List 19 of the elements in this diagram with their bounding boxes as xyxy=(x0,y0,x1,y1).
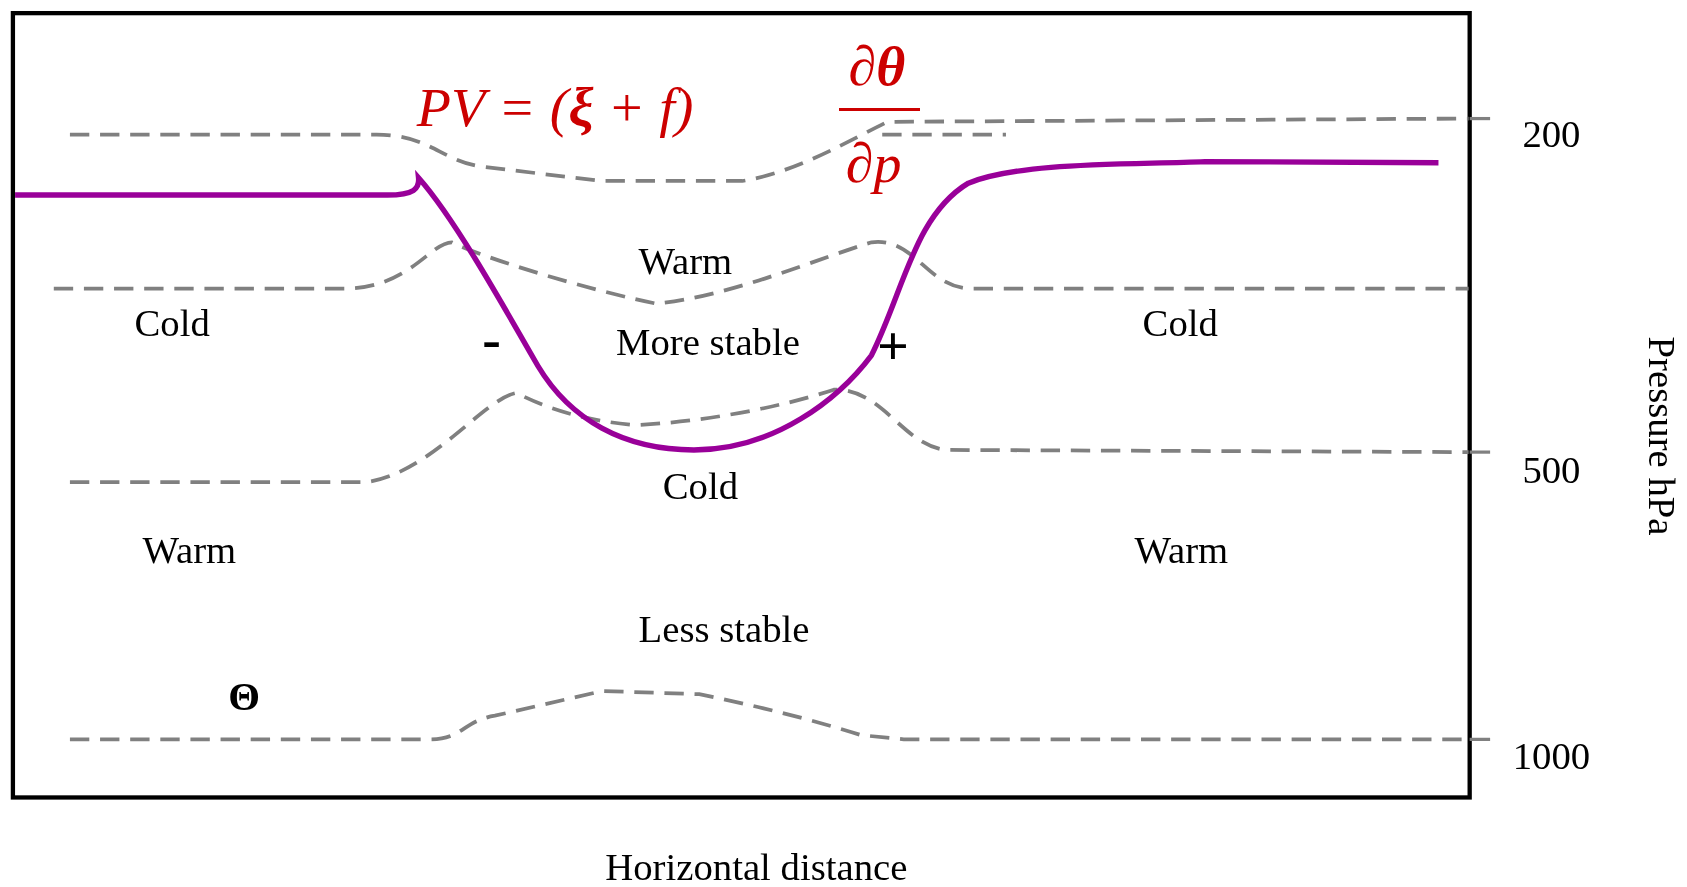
formula-text: ∂θ xyxy=(848,38,906,95)
region-label: Warm xyxy=(1134,530,1229,570)
region-label: Warm xyxy=(638,242,733,281)
region-label: Cold xyxy=(662,466,739,506)
sign-symbol: + xyxy=(877,318,909,375)
region-label: Warm xyxy=(142,530,237,570)
axis-tick-label: 500 xyxy=(1522,450,1581,490)
axis-title: Pressure hPa xyxy=(1642,336,1682,536)
region-label: More stable xyxy=(616,322,800,362)
axis-title: Horizontal distance xyxy=(605,847,908,887)
region-label: Cold xyxy=(1142,303,1218,343)
formula-text: PV = (ξ + f) xyxy=(416,79,694,136)
axis-tick-label: 1000 xyxy=(1512,737,1591,776)
region-label: Less stable xyxy=(638,610,810,649)
region-label: Cold xyxy=(134,303,210,343)
theta-symbol: Θ xyxy=(228,676,261,718)
sign-symbol: - xyxy=(482,312,501,368)
axis-tick-label: 200 xyxy=(1522,115,1581,154)
formula-text: ∂p xyxy=(845,135,902,192)
